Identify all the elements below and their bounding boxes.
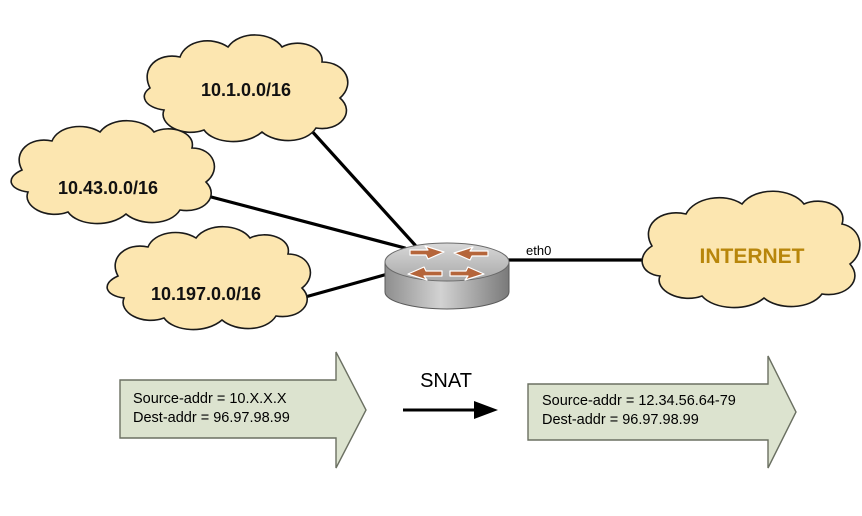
link-net1-router [298,116,417,247]
snat-translation: SNAT [403,370,498,419]
packet-before-source: Source-addr = 10.X.X.X [133,391,287,407]
internet-label: INTERNET [700,245,805,268]
network-cloud-2: 10.43.0.0/16 [10,120,216,225]
interface-label: eth0 [526,243,551,258]
packet-after-source: Source-addr = 12.34.56.64-79 [542,393,736,409]
network-cloud-3: 10.197.0.0/16 [106,226,312,331]
network-label-1: 10.1.0.0/16 [201,80,291,100]
link-net2-router [194,191,407,250]
network-cloud-1: 10.1.0.0/16 [143,34,349,143]
packet-after-dest: Dest-addr = 96.97.98.99 [542,412,699,428]
link-net3-router [296,270,397,301]
network-label-2: 10.43.0.0/16 [58,178,158,198]
internet-cloud: INTERNET [641,190,861,309]
router-arrows-icon [407,245,489,281]
network-label-3: 10.197.0.0/16 [151,284,261,304]
router-icon [384,242,510,310]
snat-label: SNAT [420,370,472,392]
packet-after-arrow: Source-addr = 12.34.56.64-79 Dest-addr =… [527,355,797,469]
packet-before-dest: Dest-addr = 96.97.98.99 [133,410,290,426]
packet-before-arrow: Source-addr = 10.X.X.X Dest-addr = 96.97… [119,351,367,469]
snat-arrow-icon [474,401,498,419]
links [194,116,662,301]
